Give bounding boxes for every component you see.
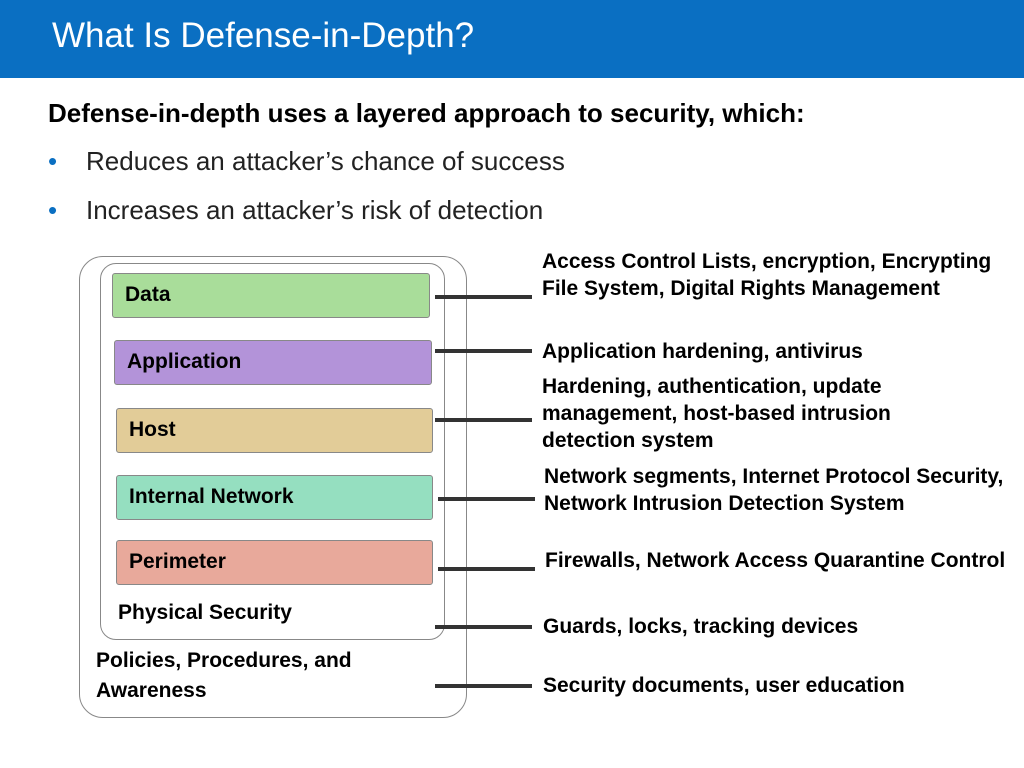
connector-line — [435, 418, 532, 422]
bullet-icon: • — [48, 146, 58, 176]
connector-line — [435, 625, 532, 629]
desc-policies: Security documents, user education — [543, 674, 905, 697]
desc-application: Application hardening, antivirus — [542, 340, 863, 363]
bullet-icon: • — [48, 195, 58, 225]
intro-text: Defense-in-depth uses a layered approach… — [48, 98, 805, 128]
desc-internal-network: Network segments, Internet Protocol Secu… — [544, 465, 1004, 515]
layer-internal-network: Internal Network — [116, 475, 433, 520]
bullet-text: Reduces an attacker’s chance of success — [86, 146, 565, 176]
desc-data: Access Control Lists, encryption, Encryp… — [542, 250, 992, 300]
desc-perimeter: Firewalls, Network Access Quarantine Con… — [545, 549, 1006, 572]
physical-security-label: Physical Security — [118, 601, 292, 624]
desc-physical-security: Guards, locks, tracking devices — [543, 615, 859, 638]
connector-line — [438, 497, 535, 501]
connector-line — [435, 349, 532, 353]
connector-line — [435, 295, 532, 299]
layer-perimeter: Perimeter — [116, 540, 433, 585]
slide-title: What Is Defense-in-Depth? — [52, 16, 475, 55]
policies-boundary — [79, 256, 467, 718]
layer-application: Application — [114, 340, 432, 385]
desc-host: Hardening, authentication, update manage… — [542, 375, 891, 452]
connector-line — [435, 684, 532, 688]
layer-host: Host — [116, 408, 433, 453]
policies-label: Policies, Procedures, and Awareness — [96, 649, 352, 702]
bullet-text: Increases an attacker’s risk of detectio… — [86, 195, 544, 225]
layer-data: Data — [112, 273, 430, 318]
title-bar: What Is Defense-in-Depth? — [0, 0, 1024, 78]
connector-line — [438, 567, 535, 571]
bullet-item: • Increases an attacker’s risk of detecti… — [48, 195, 543, 226]
bullet-item: • Reduces an attacker’s chance of success — [48, 146, 565, 177]
